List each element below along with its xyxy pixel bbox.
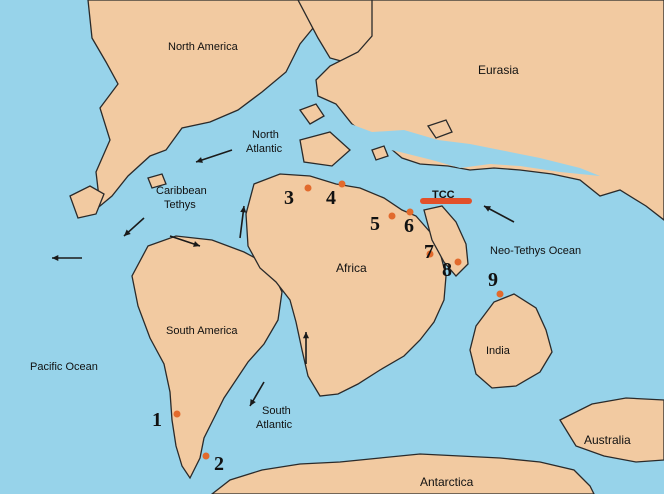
- island-tethys-1: [426, 119, 453, 139]
- site-number-9: 9: [488, 269, 498, 291]
- label-antarctica: Antarctica: [420, 475, 474, 489]
- site-marker-9: [496, 290, 504, 298]
- arrow-south-america-east-head-icon: [193, 241, 200, 247]
- site-marker-5: [388, 212, 396, 220]
- site-marker-4: [338, 180, 346, 188]
- site-marker-8: [454, 258, 462, 266]
- site-number-6: 6: [404, 215, 414, 237]
- site-marker-3: [304, 184, 312, 192]
- label-pacific-ocean: Pacific Ocean: [30, 361, 98, 373]
- site-marker-6: [406, 208, 414, 216]
- label-eurasia: Eurasia: [478, 63, 519, 77]
- label-north-america: North America: [168, 41, 239, 53]
- site-marker-7: [426, 250, 434, 258]
- india-landmass: [469, 293, 553, 389]
- caribbean-island: [69, 185, 105, 219]
- caribbean-island-2: [147, 173, 167, 189]
- site-number-3: 3: [284, 187, 294, 209]
- island-tethys-2: [371, 145, 389, 161]
- arrow-neo-tethys-head-icon: [484, 206, 491, 212]
- label-north-atlantic-line1: North: [252, 129, 279, 141]
- site-number-7: 7: [424, 241, 434, 263]
- site-number-1: 1: [152, 409, 162, 431]
- label-india: India: [486, 345, 511, 357]
- arrow-africa-north-head-icon: [240, 206, 247, 213]
- site-number-5: 5: [370, 213, 380, 235]
- north-america-landmass: [87, 0, 331, 208]
- arrow-caribbean-head-icon: [124, 229, 131, 236]
- australia-landmass: [559, 397, 664, 463]
- island-north-atlantic: [298, 103, 325, 125]
- africa-landmass: [245, 173, 447, 397]
- arrow-south-atlantic-south-head-icon: [250, 399, 256, 406]
- antarctica-landmass: [210, 453, 595, 494]
- arrow-north-atlantic-icon: [195, 149, 233, 163]
- label-africa: Africa: [336, 261, 367, 275]
- label-south-america: South America: [166, 325, 238, 337]
- arabia-landmass: [423, 205, 469, 277]
- tcc-bar: [420, 198, 472, 204]
- iberia-landmass: [299, 131, 351, 167]
- site-number-2: 2: [214, 453, 224, 475]
- arrow-pacific-west-head-icon: [52, 254, 59, 262]
- label-south-atlantic-line1: South: [262, 405, 291, 417]
- label-south-atlantic-line2: Atlantic: [256, 419, 293, 431]
- site-marker-1: [173, 410, 181, 418]
- site-marker-2: [202, 452, 210, 460]
- tethys-inlet: [340, 120, 600, 176]
- arrow-north-atlantic-head-icon: [196, 157, 203, 163]
- site-number-4: 4: [326, 187, 336, 209]
- site-number-8: 8: [442, 259, 452, 281]
- label-caribbean-tethys-line1: Caribbean: [156, 185, 207, 197]
- label-neo-tethys-ocean: Neo-Tethys Ocean: [490, 245, 581, 257]
- label-north-atlantic-line2: Atlantic: [246, 143, 283, 155]
- arrow-south-atlantic-north-head-icon: [302, 332, 310, 339]
- label-australia: Australia: [584, 433, 631, 447]
- eurasia-landmass: [315, 0, 664, 221]
- label-caribbean-tethys-line2: Tethys: [164, 199, 196, 211]
- current-arrows: [52, 149, 515, 407]
